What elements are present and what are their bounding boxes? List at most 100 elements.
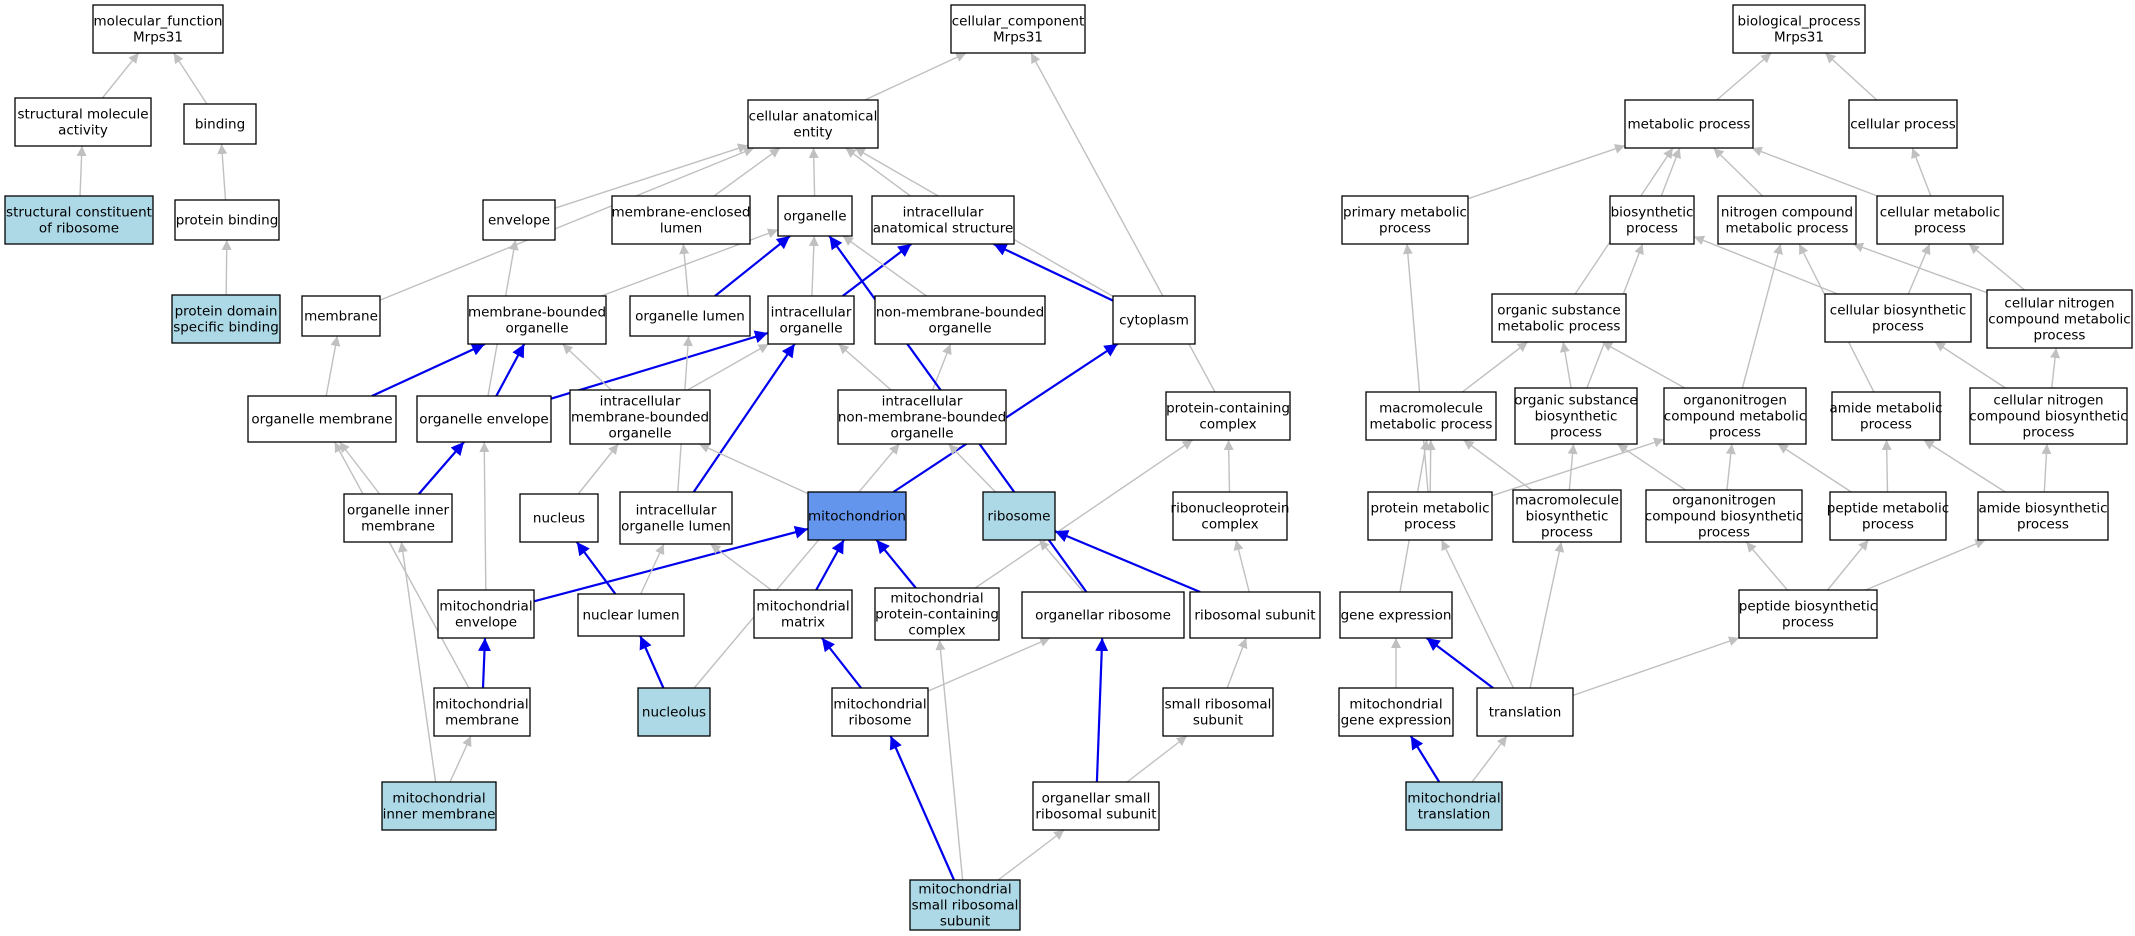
edge-cbp-to-bsp — [1693, 235, 1839, 295]
edge-menv-to-oenv — [479, 441, 490, 591]
edge-cytoplasm-to-ias — [993, 243, 1114, 302]
node-label-line: organic substance — [1514, 393, 1637, 409]
node-ribosome[interactable]: ribosome — [982, 491, 1056, 541]
node-omem[interactable]: organelle membrane — [247, 395, 397, 443]
node-label-line: macromolecule — [1515, 493, 1619, 509]
edge-oim-to-oenv — [417, 441, 465, 495]
node-ge[interactable]: gene expression — [1339, 591, 1453, 639]
edge-translation-to-ge — [1425, 637, 1494, 689]
node-olumen[interactable]: organelle lumen — [629, 295, 751, 337]
node-label-line: membrane — [304, 309, 378, 325]
node-label-line: small ribosomal — [912, 898, 1019, 914]
node-box — [577, 593, 685, 637]
node-label-line: subunit — [1193, 713, 1243, 729]
node-cp[interactable]: cellular process — [1848, 99, 1958, 149]
node-pb[interactable]: protein binding — [174, 199, 280, 241]
node-box — [519, 493, 599, 543]
node-mito[interactable]: mitochondrion — [807, 491, 907, 541]
node-box — [950, 4, 1086, 54]
node-label-line: cellular anatomical — [749, 109, 878, 125]
node-box — [1824, 293, 1972, 343]
node-label-line: organelle — [779, 321, 842, 337]
node-translation[interactable]: translation — [1476, 687, 1574, 737]
node-envelope[interactable]: envelope — [482, 199, 556, 241]
node-label-line: membrane-enclosed — [612, 205, 751, 221]
node-box — [1112, 295, 1196, 345]
node-label-line: organelle — [890, 426, 953, 442]
edge-pepmp-to-oncmp — [1777, 443, 1852, 493]
node-nlumen[interactable]: nuclear lumen — [577, 593, 685, 637]
node-nucleus[interactable]: nucleus — [519, 493, 599, 543]
node-oribo[interactable]: organellar ribosome — [1021, 591, 1185, 639]
node-membrane[interactable]: membrane — [301, 295, 381, 337]
edge-mmem-to-menv — [477, 637, 491, 689]
node-label-line: molecular_function — [94, 14, 223, 30]
node-label-line: Mrps31 — [1774, 30, 1824, 46]
edge-scr-to-sma — [76, 145, 87, 197]
node-box — [171, 294, 281, 344]
node-label-line: process — [1914, 221, 1966, 237]
node-rsub[interactable]: ribosomal subunit — [1189, 591, 1321, 639]
node-box — [1514, 387, 1638, 445]
node-label-line: translation — [1489, 705, 1562, 721]
node-cytoplasm[interactable]: cytoplasm — [1112, 295, 1196, 345]
node-oenv[interactable]: organelle envelope — [416, 395, 552, 443]
node-organelle[interactable]: organelle — [777, 195, 853, 237]
node-inmbo[interactable]: intracellularnon-membrane-boundedorganel… — [837, 389, 1007, 445]
edge-pmp-to-mp — [1467, 144, 1626, 200]
node-label-line: cellular metabolic — [1880, 205, 2000, 221]
node-binding[interactable]: binding — [183, 103, 257, 145]
node-box — [1491, 293, 1627, 343]
edge-pepmp-to-amp — [1881, 439, 1892, 493]
node-mp[interactable]: metabolic process — [1624, 99, 1754, 149]
node-box — [174, 199, 280, 241]
node-nucleolus[interactable]: nucleolus — [637, 687, 711, 737]
